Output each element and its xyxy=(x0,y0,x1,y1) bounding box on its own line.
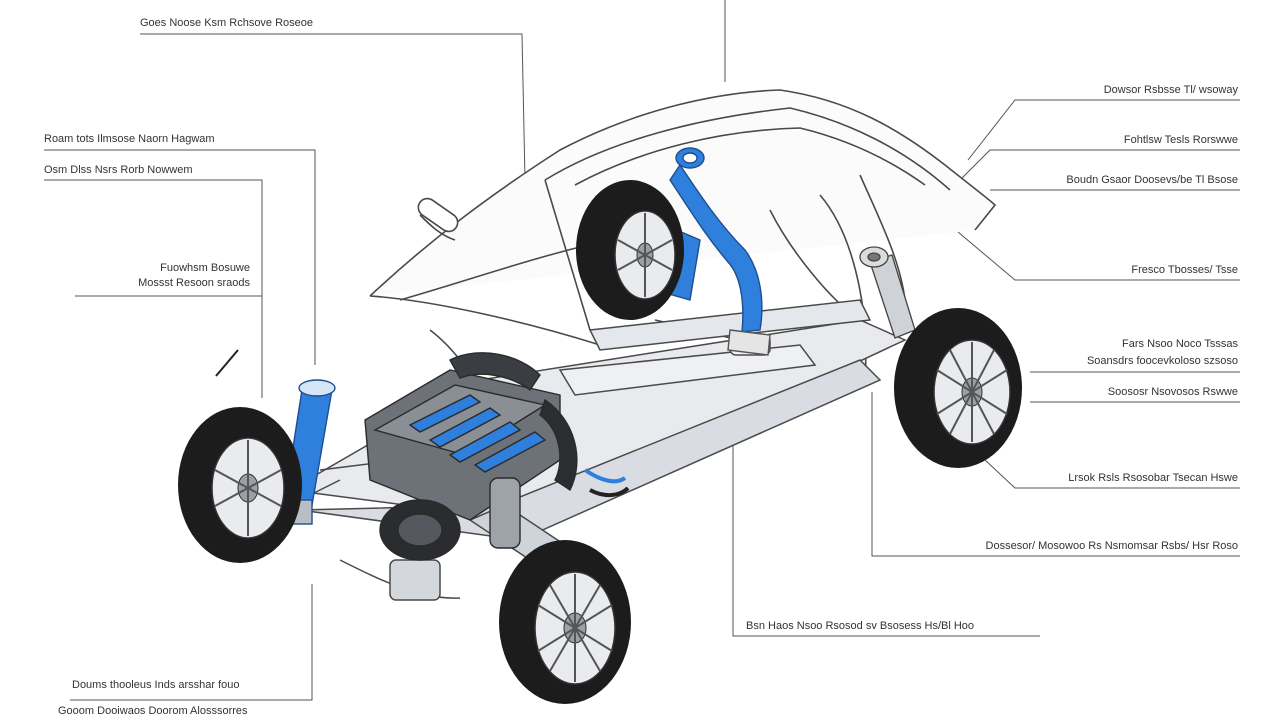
callout-line-left-1 xyxy=(44,149,316,365)
callout-line-bottom-center xyxy=(732,408,1040,637)
label-right-2: Fohtlsw Tesls Rorswwe xyxy=(1123,134,1238,146)
wheel-rear-left xyxy=(576,180,684,320)
label-left-3a: Fuowhsm Bosuwe xyxy=(160,262,250,274)
label-left-2: Osm Dlss Nsrs Rorb Nowwem xyxy=(44,164,193,176)
engine-block xyxy=(364,352,630,561)
label-right-5a: Fars Nsoo Noco Tsssas xyxy=(1122,338,1238,350)
callout-line-right-7 xyxy=(984,459,1240,489)
label-left-1: Roam tots Ilmsose Naorn Hagwam xyxy=(44,133,215,145)
label-right-6: Soososr Nsovosos Rswwe xyxy=(1107,386,1238,398)
label-right-3: Boudn Gsaor Doosevs/be Tl Bsose xyxy=(1066,174,1238,186)
label-top-left: Goes Noose Ksm Rchsove Roseoe xyxy=(140,17,314,29)
callout-line-top-left xyxy=(140,33,526,181)
label-left-3b: Mossst Resoon sraods xyxy=(138,277,250,289)
label-right-1: Dowsor Rsbsse Tl/ wsoway xyxy=(1103,84,1238,96)
label-bottom-left-1: Doums thooleus Inds arsshar fouo xyxy=(72,679,240,691)
callout-line-left-2 xyxy=(44,179,263,398)
wheel-front-left xyxy=(178,407,302,563)
callout-line-right-4 xyxy=(957,231,1240,281)
callout-line-right-2 xyxy=(959,149,1240,181)
callout-line-right-8 xyxy=(871,392,1240,557)
label-right-7: Lrsok Rsls Rsosobar Tsecan Hswe xyxy=(1068,472,1238,484)
label-right-8: Dossesor/ Mosowoo Rs Nsmomsar Rsbs/ Hsr … xyxy=(985,540,1238,552)
callout-lines xyxy=(44,0,1240,701)
label-bottom-left-2: Gooom Dooiwaos Doorom Alosssorres xyxy=(58,705,248,717)
label-right-5b: Soansdrs foocevkoloso szsoso xyxy=(1086,355,1238,367)
label-bottom-center: Bsn Haos Nsoo Rsosod sv Bsosess Hs/Bl Ho… xyxy=(746,620,975,632)
callout-line-right-1 xyxy=(967,99,1240,161)
stray-mark xyxy=(215,349,239,377)
wheel-front-right xyxy=(499,540,631,704)
wheel-rear-right xyxy=(894,308,1022,468)
label-right-4: Fresco Tbosses/ Tsse xyxy=(1131,264,1238,276)
callout-line-bottom-left xyxy=(70,584,313,701)
